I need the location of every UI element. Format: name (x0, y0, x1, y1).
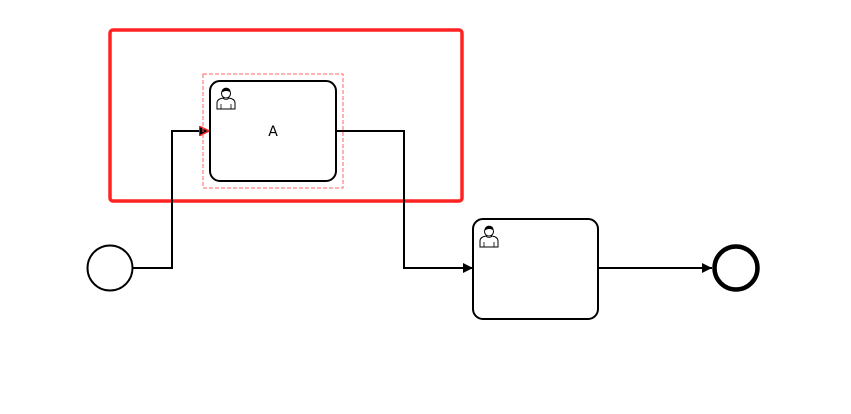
task-a-box[interactable] (209, 80, 337, 182)
user-task-b[interactable] (472, 218, 599, 320)
end-event[interactable] (712, 244, 760, 292)
start-event[interactable] (86, 244, 134, 292)
task-a-label: A (268, 124, 278, 140)
sequence-flow-a-to-b[interactable] (336, 130, 473, 273)
task-b-box[interactable] (472, 218, 599, 320)
sequence-flow-start-to-a[interactable] (133, 131, 209, 269)
user-task-a[interactable]: A (202, 73, 344, 189)
task-a-selection-outline (202, 73, 344, 189)
highlight-box (108, 28, 464, 203)
